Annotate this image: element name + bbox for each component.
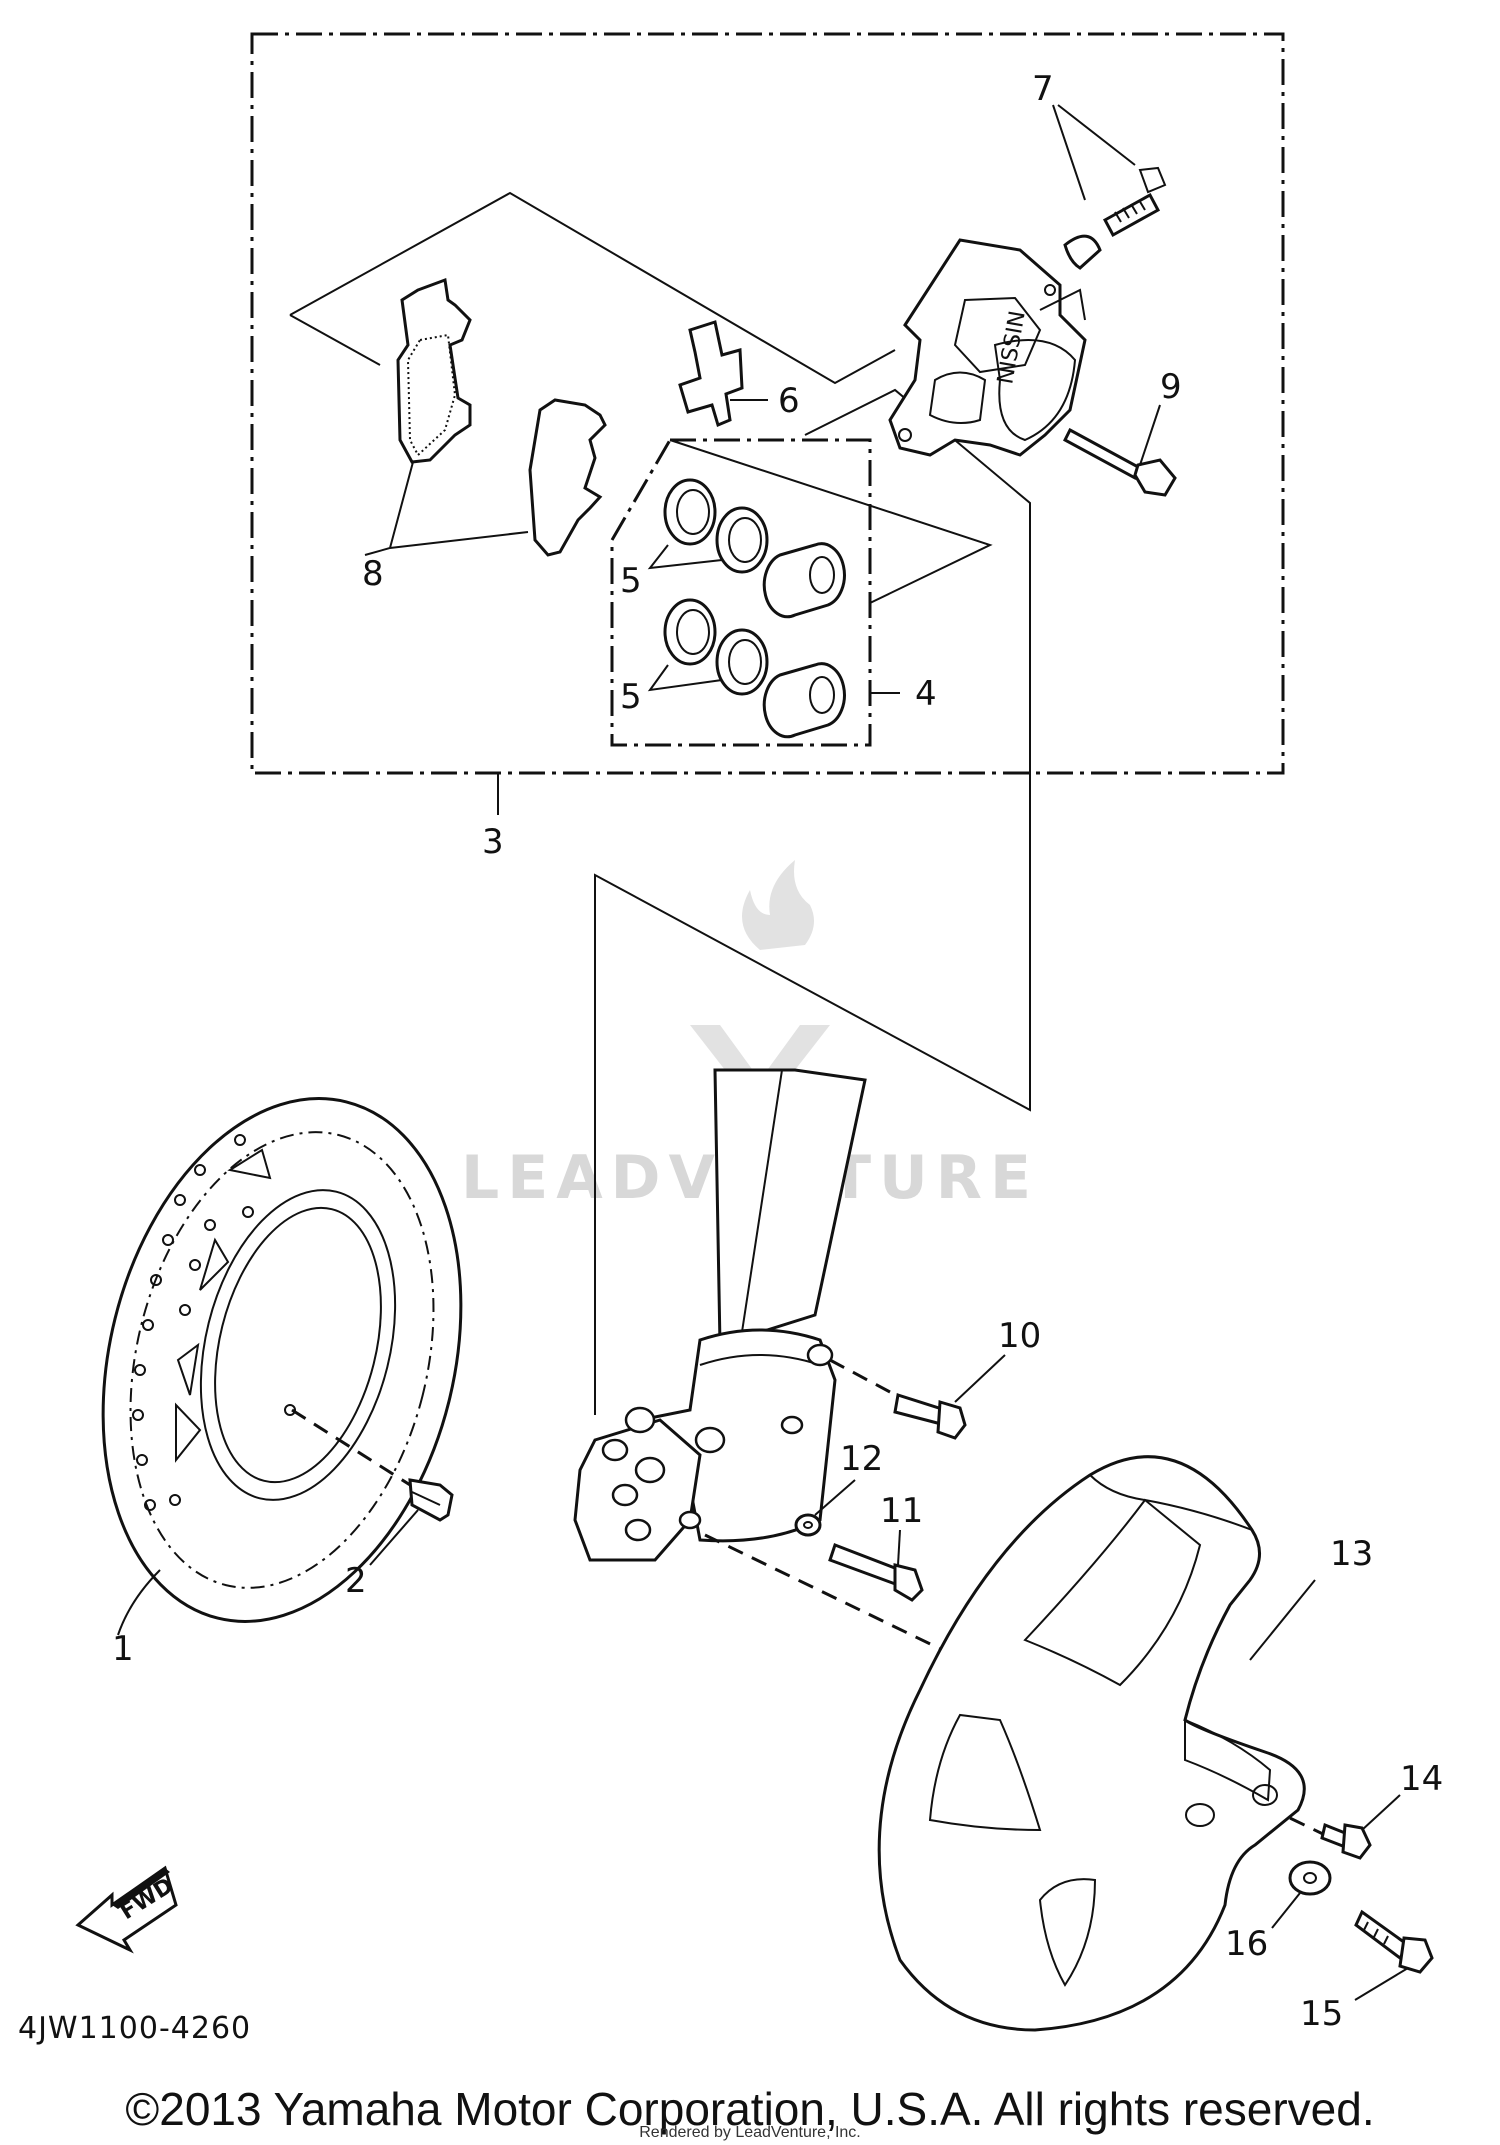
flame-logo-icon xyxy=(742,860,814,950)
rendered-by-credit: Rendered by LeadVenture, Inc. xyxy=(639,2124,861,2141)
bolt-11 xyxy=(828,1543,924,1602)
callout-11: 11 xyxy=(880,1491,923,1531)
disc-bolt xyxy=(408,1478,454,1522)
callout-13: 13 xyxy=(1330,1534,1373,1574)
seal-guide-line xyxy=(669,439,993,604)
pad-guide-line-lower xyxy=(289,314,381,366)
leader-line-2 xyxy=(369,1509,419,1566)
leader-line-12 xyxy=(814,1479,856,1516)
v-logo-icon xyxy=(690,1025,830,1115)
fwd-direction-arrow: FWD xyxy=(75,1865,178,1954)
callout-5b: 5 xyxy=(620,677,642,717)
callout-1: 1 xyxy=(112,1629,134,1669)
mounting-guide-line xyxy=(594,388,1031,1415)
washer-12 xyxy=(794,1513,822,1537)
pad-support-clip xyxy=(678,320,744,428)
disc-guard xyxy=(877,1455,1306,2032)
brake-pad-front xyxy=(396,277,472,464)
brake-disc xyxy=(101,1097,463,1623)
leader-line-5a xyxy=(647,544,723,570)
callout-10: 10 xyxy=(998,1316,1041,1356)
leader-line-15 xyxy=(1354,1967,1409,2001)
caliper-body: NISSIN xyxy=(888,238,1087,457)
bolt-10 xyxy=(893,1393,967,1440)
bolt-10-axis xyxy=(829,1358,906,1402)
seal-kit-boundary xyxy=(610,438,872,747)
callout-9: 9 xyxy=(1160,367,1182,407)
piston-seals xyxy=(663,478,769,696)
leader-line-9 xyxy=(1139,404,1161,466)
callout-2: 2 xyxy=(345,1561,367,1601)
callout-14: 14 xyxy=(1400,1759,1443,1799)
leader-line-5b xyxy=(647,664,723,692)
pad-guide-line-upper xyxy=(289,191,896,385)
leader-line-1 xyxy=(117,1569,161,1636)
leader-line-14 xyxy=(1361,1794,1401,1831)
bleed-screw-assembly xyxy=(1063,166,1167,270)
caliper-assembly-boundary xyxy=(250,32,1285,775)
leader-line-10 xyxy=(954,1354,1006,1403)
callout-7: 7 xyxy=(1032,69,1054,109)
leader-line-7 xyxy=(1052,104,1136,201)
callout-6: 6 xyxy=(778,381,800,421)
callout-12: 12 xyxy=(840,1439,883,1479)
leader-line-13 xyxy=(1249,1579,1316,1661)
caliper-pistons xyxy=(762,542,846,739)
leader-line-16 xyxy=(1271,1892,1301,1929)
callout-16: 16 xyxy=(1225,1924,1268,1964)
bolt-14 xyxy=(1320,1822,1372,1860)
leader-line-11 xyxy=(897,1529,901,1566)
callout-labels: 1 2 3 4 5 5 6 7 8 9 10 11 12 13 14 15 16 xyxy=(112,69,1443,2034)
leader-line-8 xyxy=(364,461,529,556)
bolt-15 xyxy=(1354,1909,1434,1974)
callout-4: 4 xyxy=(915,674,937,714)
brake-pad-rear xyxy=(528,398,607,557)
front-fork xyxy=(573,1068,867,1562)
diagram-part-code: 4JW1100-4260 xyxy=(18,2011,251,2046)
callout-15: 15 xyxy=(1300,1994,1343,2034)
callout-3: 3 xyxy=(482,822,504,862)
callout-8: 8 xyxy=(362,554,384,594)
washer-16 xyxy=(1288,1860,1332,1896)
callout-5a: 5 xyxy=(620,561,642,601)
pad-pin xyxy=(1063,427,1177,497)
copyright-notice: ©2013 Yamaha Motor Corporation, U.S.A. A… xyxy=(125,2083,1375,2135)
